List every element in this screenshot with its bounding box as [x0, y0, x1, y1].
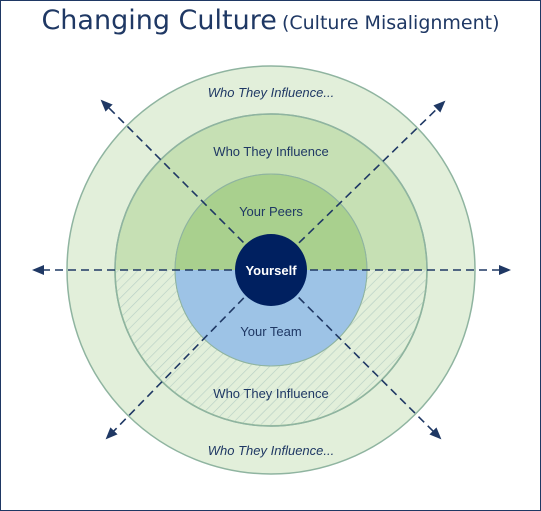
arrows: [32, 99, 511, 440]
center-label: Yourself: [245, 263, 297, 278]
arrow-down-right: [270, 269, 442, 440]
title-main: Changing Culture: [41, 5, 277, 36]
peers-label: Your Peers: [239, 204, 303, 219]
center-circle: [235, 234, 307, 306]
arrow-down-left: [105, 269, 272, 440]
diagram-title: Changing Culture (Culture Misalignment): [1, 5, 540, 36]
middle-bottom-label: Who They Influence: [213, 386, 328, 401]
team-label: Your Team: [240, 324, 301, 339]
outer-bottom-label: Who They Influence...: [208, 443, 334, 458]
outer-top-label: Who They Influence...: [208, 85, 334, 100]
inner-circle-team: [175, 270, 367, 366]
arrow-up-left: [100, 99, 272, 271]
arrow-up-right: [270, 100, 446, 271]
middle-top-label: Who They Influence: [213, 144, 328, 159]
title-sub: (Culture Misalignment): [281, 12, 500, 34]
